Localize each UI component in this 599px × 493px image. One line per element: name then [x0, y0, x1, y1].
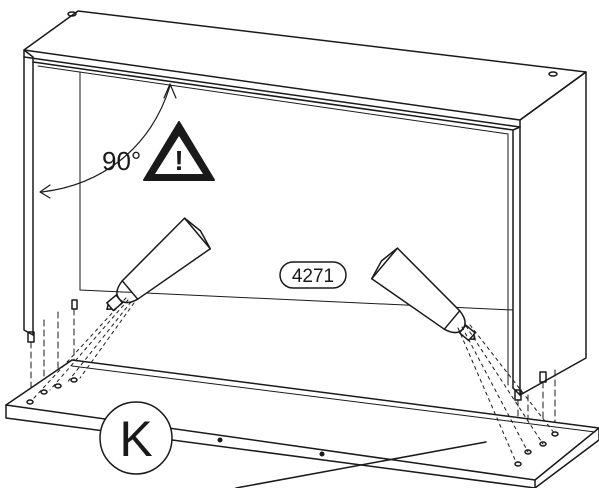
dowel-left-back: [71, 299, 78, 310]
cabinet-top-panel: [23, 10, 587, 121]
part-label-circle: [99, 401, 173, 475]
cabinet-right-side: [519, 71, 587, 396]
warning-triangle-icon: [143, 121, 215, 181]
glue-tube-icon: [370, 247, 476, 342]
cabinet-top-front-edge: [23, 56, 521, 128]
glue-spray-right: [457, 324, 556, 463]
glue-tube-icon: [106, 217, 212, 312]
rotation-arrow-icon: [39, 83, 177, 199]
warning-symbol: !: [174, 145, 183, 176]
cabinet-inner-frame: [32, 61, 514, 389]
bottom-panel: [5, 359, 599, 489]
cabinet-body: [23, 10, 587, 401]
cabinet-left-side: [23, 49, 34, 336]
angle-label: 90°: [102, 146, 141, 176]
glue-code-label: 4271: [292, 266, 334, 287]
part-label: K: [119, 411, 152, 467]
dowel-hole-top-left: [67, 11, 77, 17]
glue-spray-left: [33, 297, 135, 399]
glue-code-capsule: [279, 261, 347, 289]
part-leader-line: [235, 441, 487, 489]
dowel-hole-top-right: [548, 71, 558, 77]
